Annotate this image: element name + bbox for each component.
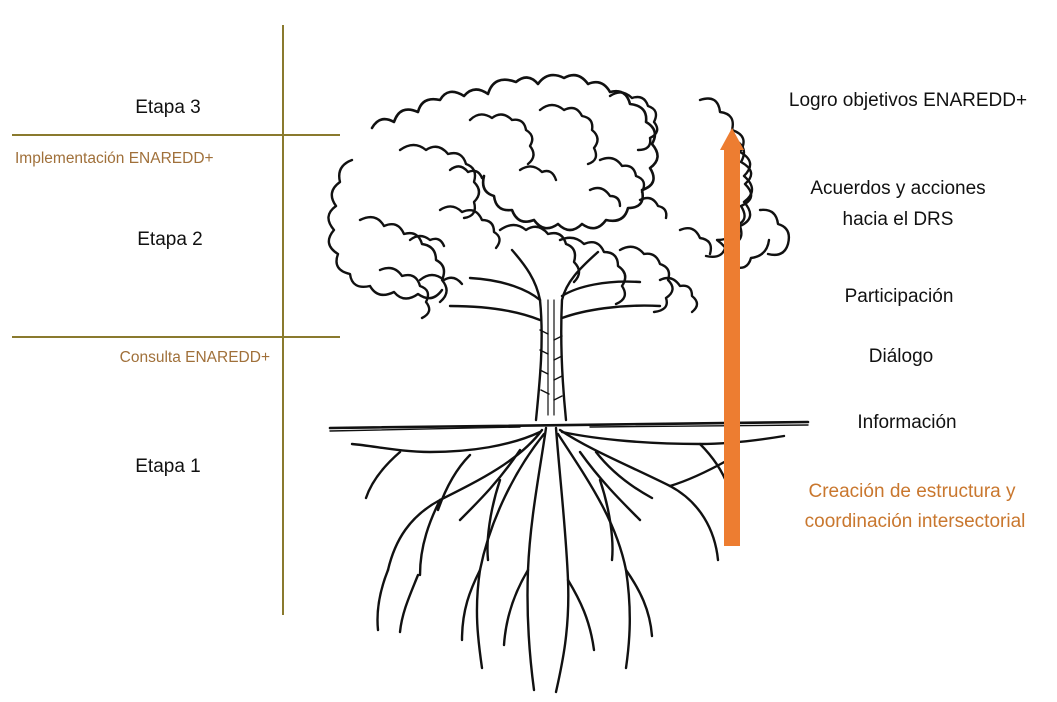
arrow-shaft — [724, 148, 740, 546]
step-acuerdos-line1: Acuerdos y acciones — [810, 178, 985, 199]
arrow-head — [720, 128, 744, 150]
tree-trunk — [448, 248, 662, 422]
stage-1-label: Etapa 1 — [135, 456, 201, 477]
tree-with-roots-illustration — [327, 73, 810, 694]
step-dialogo-label: Diálogo — [869, 346, 933, 367]
stage-3-label: Etapa 3 — [135, 97, 201, 118]
tree-canopy — [327, 73, 791, 320]
step-informacion-label: Información — [857, 412, 956, 433]
phase-consulta-label: Consulta ENAREDD+ — [120, 349, 270, 366]
arrow-up-icon — [720, 128, 744, 546]
stage-dividers — [12, 25, 340, 615]
phase-implementacion-label: Implementación ENAREDD+ — [15, 150, 214, 167]
step-creacion-line2: coordinación intersectorial — [805, 511, 1026, 532]
step-creacion-line1: Creación de estructura y — [809, 481, 1016, 502]
tree-roots — [350, 426, 786, 694]
step-logro-label: Logro objetivos ENAREDD+ — [789, 90, 1027, 111]
step-participacion-label: Participación — [845, 286, 954, 307]
step-acuerdos-line2: hacia el DRS — [843, 209, 954, 230]
stage-2-label: Etapa 2 — [137, 229, 203, 250]
